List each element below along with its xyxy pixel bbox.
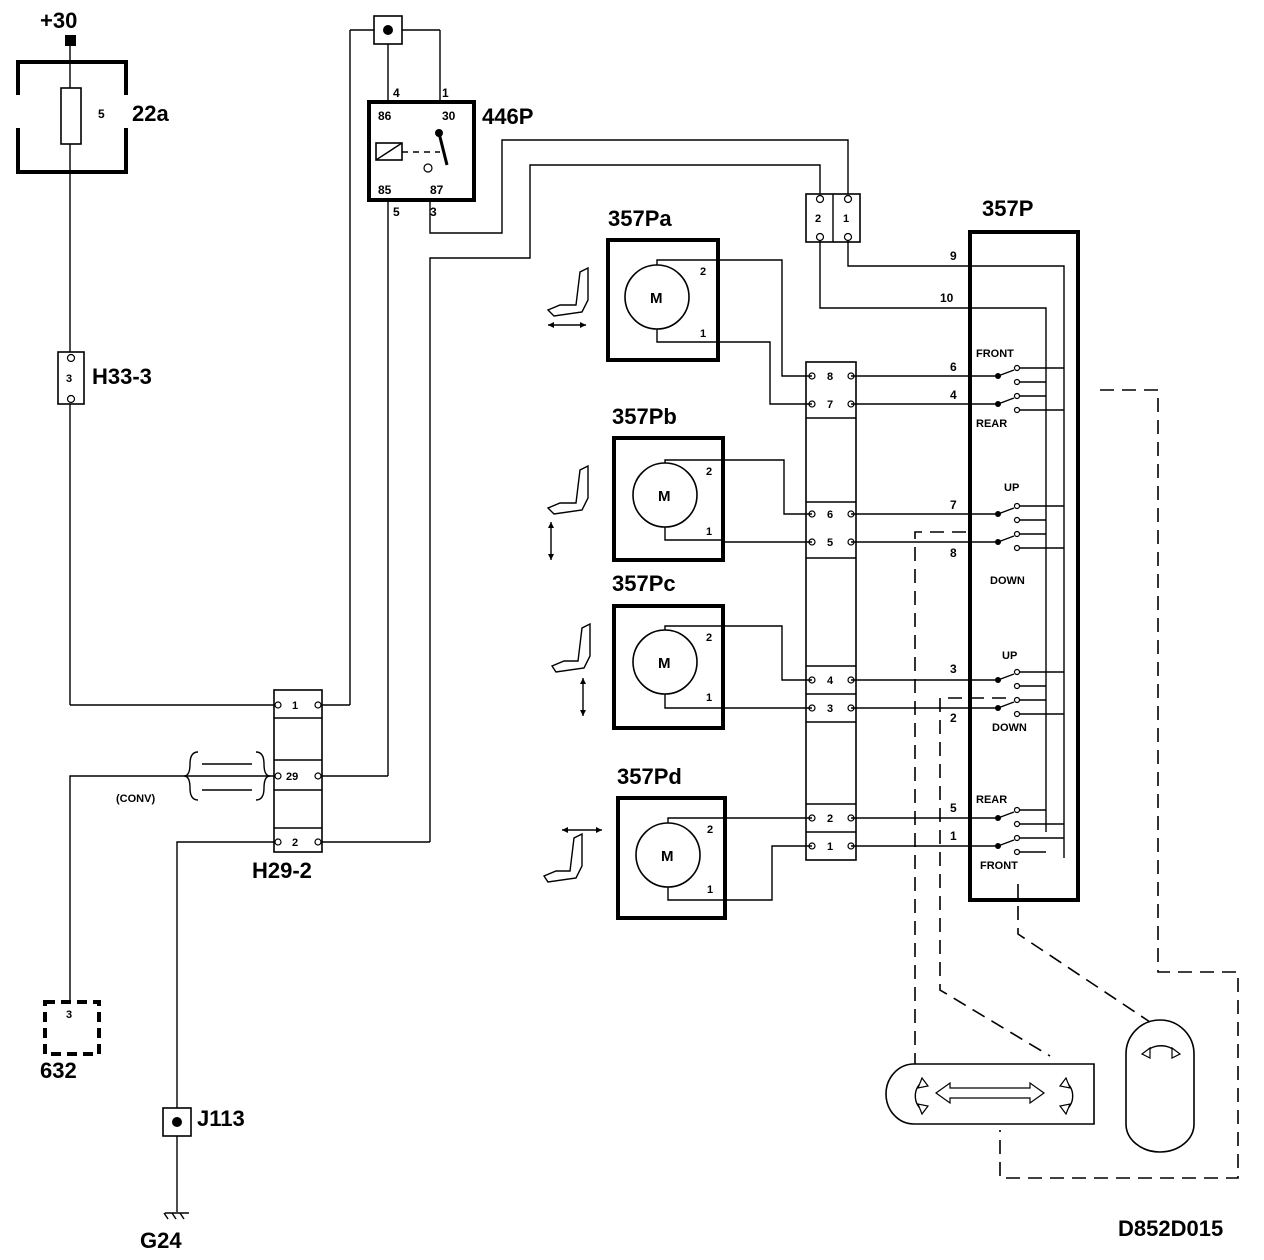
label-up-2: UP bbox=[1002, 650, 1017, 662]
label-up-1: UP bbox=[1004, 482, 1019, 494]
switch-pin-2: 2 bbox=[950, 711, 957, 725]
connector-h29-2: 1 29 2 H29-2 (CONV) bbox=[116, 689, 323, 883]
relay-terminal-4: 4 bbox=[393, 86, 400, 100]
relay-terminal-1: 1 bbox=[442, 86, 449, 100]
relay-id: 446P bbox=[482, 104, 533, 129]
junction-j113: J113 bbox=[162, 1106, 245, 1137]
label-rear-2: REAR bbox=[976, 794, 1007, 806]
label-front-2: FRONT bbox=[980, 860, 1018, 872]
switch-pin-7: 7 bbox=[950, 498, 957, 512]
motor-357pb-pin1: 1 bbox=[706, 526, 712, 538]
motor-357pd-symbol: M bbox=[661, 848, 674, 865]
mechanical-linkages bbox=[914, 389, 1239, 1179]
switch-pin-4: 4 bbox=[950, 388, 957, 402]
relay-terminal-3: 3 bbox=[430, 205, 437, 219]
label-rear-1: REAR bbox=[976, 418, 1007, 430]
relay-pin-30: 30 bbox=[442, 109, 456, 123]
h29-pin-2: 2 bbox=[292, 837, 298, 849]
motor-357pa-pin1: 1 bbox=[700, 328, 706, 340]
switch-group-tilt bbox=[995, 668, 1064, 718]
seat-pin-8: 8 bbox=[827, 371, 833, 383]
label-down-2: DOWN bbox=[992, 722, 1027, 734]
label-front-1: FRONT bbox=[976, 348, 1014, 360]
backrest-control-switch[interactable] bbox=[1125, 1019, 1195, 1153]
motor-357pb: 357Pb M 2 1 bbox=[612, 404, 725, 562]
switch-pin-6: 6 bbox=[950, 360, 957, 374]
h33-pin: 3 bbox=[66, 373, 72, 385]
motor-357pa-pin2: 2 bbox=[700, 266, 706, 278]
seat-backrest-icon bbox=[542, 827, 602, 883]
motor-357pc: 357Pc M 2 1 bbox=[612, 571, 725, 730]
switch-unit-357p: 357P 9 10 6 4 7 8 3 2 5 1 FRONT REAR UP … bbox=[940, 196, 1080, 902]
connector-seat-block: 8 7 6 5 4 3 2 1 bbox=[805, 361, 857, 861]
c632-id: 632 bbox=[40, 1058, 77, 1083]
motor-357pd-id: 357Pd bbox=[617, 764, 682, 789]
fuse-number: 5 bbox=[98, 107, 105, 121]
seat-height-icon bbox=[546, 464, 589, 560]
h33-id: H33-3 bbox=[92, 364, 152, 389]
supply-plus30: +30 bbox=[40, 8, 77, 46]
switch-pin-3: 3 bbox=[950, 662, 957, 676]
connector-top-2pin: 2 1 bbox=[805, 193, 861, 243]
motor-357pb-pin2: 2 bbox=[706, 466, 712, 478]
motor-357pc-pin1: 1 bbox=[706, 692, 712, 704]
j113-id: J113 bbox=[197, 1106, 245, 1131]
switch-pin-5: 5 bbox=[950, 801, 957, 815]
switch-pin-1: 1 bbox=[950, 829, 957, 843]
h29-conv-label: (CONV) bbox=[116, 793, 155, 805]
fuse-id: 22a bbox=[132, 101, 169, 126]
top2pin-pin-2: 2 bbox=[815, 213, 821, 225]
ground-g24: G24 bbox=[140, 1212, 189, 1253]
seat-fore-aft-icon bbox=[546, 266, 589, 328]
seat-pin-4: 4 bbox=[827, 675, 834, 687]
switch-group-height bbox=[995, 502, 1064, 552]
seat-pin-3: 3 bbox=[827, 703, 833, 715]
supply-label: +30 bbox=[40, 8, 77, 33]
ground-id: G24 bbox=[140, 1228, 182, 1253]
top2pin-pin-1: 1 bbox=[843, 213, 849, 225]
motor-357pc-pin2: 2 bbox=[706, 632, 712, 644]
connector-h33-3: 3 H33-3 bbox=[57, 351, 152, 405]
motor-357pd-pin2: 2 bbox=[707, 824, 713, 836]
label-down-1: DOWN bbox=[990, 575, 1025, 587]
relay-pin-87: 87 bbox=[430, 183, 444, 197]
relay-pin-86: 86 bbox=[378, 109, 392, 123]
seat-pin-7: 7 bbox=[827, 399, 833, 411]
seat-pin-1: 1 bbox=[827, 841, 833, 853]
motor-357pc-id: 357Pc bbox=[612, 571, 676, 596]
relay-pin-85: 85 bbox=[378, 183, 392, 197]
motor-357pd: 357Pd M 2 1 bbox=[616, 764, 727, 920]
motor-357pa-id: 357Pa bbox=[608, 206, 672, 231]
relay-446p: 4 1 86 30 85 87 5 3 446P bbox=[367, 15, 533, 219]
switch-unit-id: 357P bbox=[982, 196, 1033, 221]
switch-group-backrest bbox=[995, 806, 1064, 856]
switch-group-fore-aft bbox=[995, 364, 1064, 414]
motor-357pa: 357Pa M 2 1 bbox=[606, 206, 720, 362]
h29-pin-29: 29 bbox=[286, 771, 298, 783]
seat-pin-5: 5 bbox=[827, 537, 833, 549]
switch-pin-10: 10 bbox=[940, 291, 954, 305]
diagram-code: D852D015 bbox=[1118, 1216, 1223, 1241]
seat-pin-2: 2 bbox=[827, 813, 833, 825]
h29-pin-1: 1 bbox=[292, 700, 298, 712]
seat-pin-6: 6 bbox=[827, 509, 833, 521]
h29-id: H29-2 bbox=[252, 858, 312, 883]
switch-pin-9: 9 bbox=[950, 249, 957, 263]
relay-terminal-5: 5 bbox=[393, 205, 400, 219]
seat-tilt-icon bbox=[550, 622, 591, 716]
motor-357pb-id: 357Pb bbox=[612, 404, 677, 429]
motor-357pc-symbol: M bbox=[658, 655, 671, 672]
motor-357pa-symbol: M bbox=[650, 290, 663, 307]
c632-pin: 3 bbox=[66, 1009, 72, 1021]
motor-357pb-symbol: M bbox=[658, 488, 671, 505]
seat-control-switch[interactable] bbox=[885, 1063, 1095, 1125]
motor-357pd-pin1: 1 bbox=[707, 884, 713, 896]
switch-pin-8: 8 bbox=[950, 546, 957, 560]
connector-632: 3 632 bbox=[40, 1000, 101, 1083]
fuse-22a: 5 22a bbox=[16, 60, 169, 174]
